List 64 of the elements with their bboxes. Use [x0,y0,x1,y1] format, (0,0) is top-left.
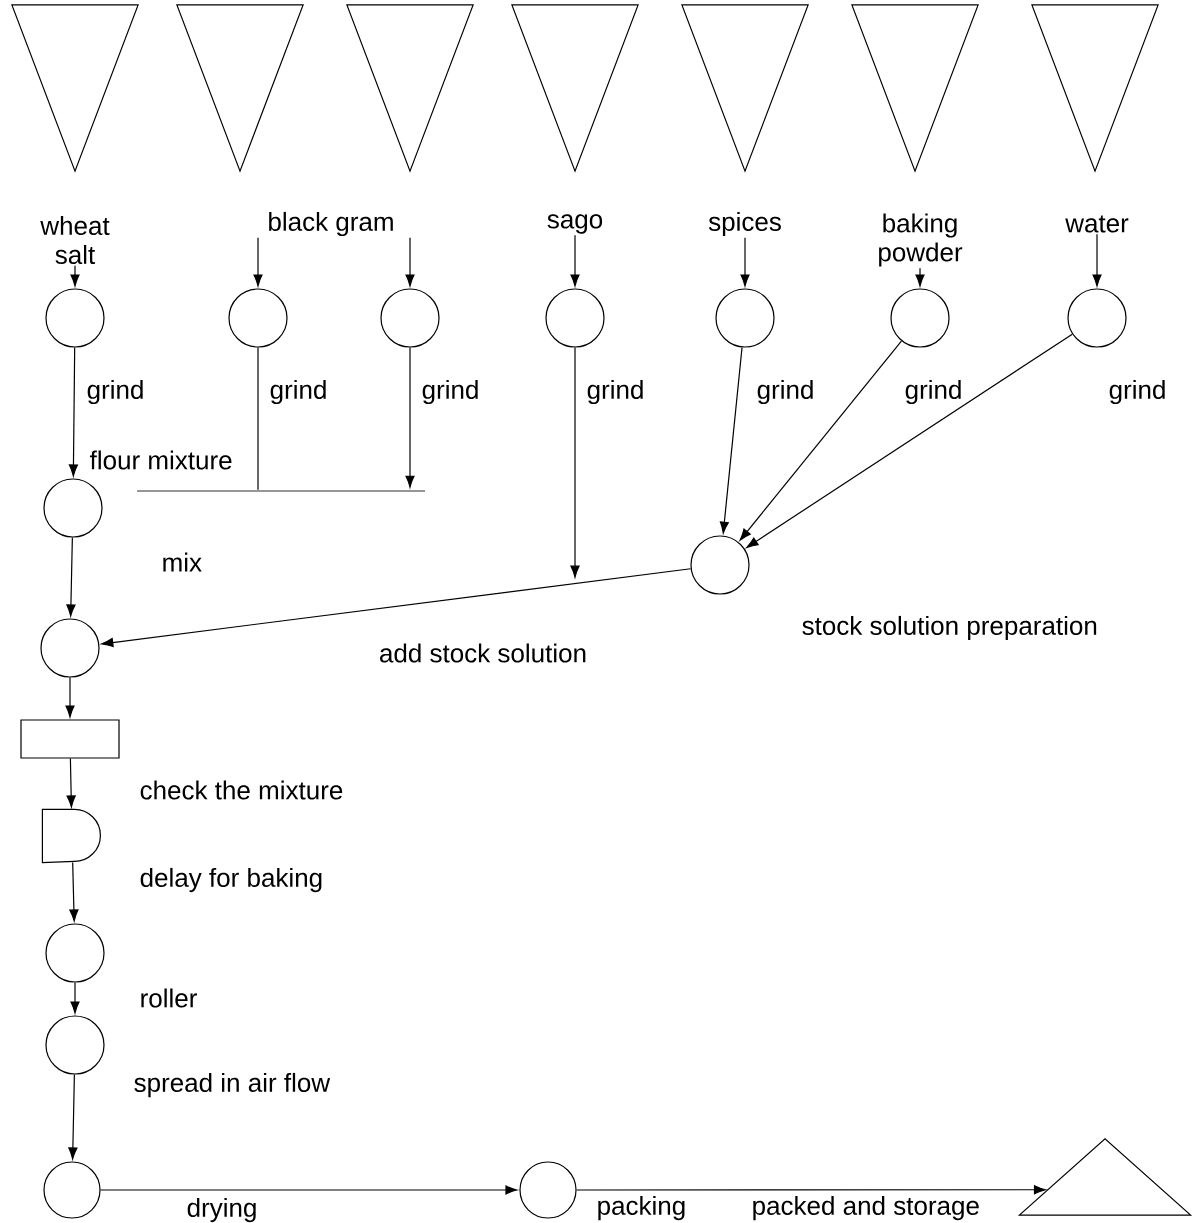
step-label: check the mixture [140,780,343,800]
arrow [70,265,80,287]
arrow [405,347,415,488]
arrow [101,568,692,648]
operation-circle [43,1161,101,1219]
operation-circle [715,288,775,348]
arrow [746,333,1073,548]
operation-circle [545,288,605,348]
step-label: mix [163,552,202,572]
arrow [68,347,79,477]
step-label: roller [141,988,197,1008]
arrow [570,234,580,287]
step-label: spread in air flow [134,1072,331,1098]
step-label: grind [270,379,326,405]
operation-circle [380,288,440,348]
arrow [66,537,76,617]
arrow [570,347,580,578]
arrow [65,677,75,718]
ingredient-label: sago [547,214,603,234]
operation-circle [40,618,100,678]
merge-line [137,490,425,492]
edge-label: add stock solution [380,643,586,663]
operation-circle [1067,288,1127,348]
step-label: grind [1109,379,1165,405]
ingredient-label: baking powder [879,213,963,267]
ingredient-label: water [1065,215,1129,233]
step-label: grind [757,379,813,405]
delay-symbol [41,808,101,864]
arrow [576,1185,1046,1195]
step-label: grind [422,379,478,405]
step-label: packed and storage [753,1195,979,1221]
ingredient-label: wheat salt [40,215,110,265]
inspection-box [20,719,120,759]
step-label: packing [598,1195,685,1221]
arrow [915,267,925,287]
arrow [740,237,750,287]
operation-circle [45,923,105,983]
operation-circle [43,478,103,538]
step-label: grind [87,379,143,405]
operation-circle [690,535,750,595]
arrow [405,237,415,287]
operation-circle [228,288,288,348]
step-label: flour mixture [89,450,232,470]
operation-circle [45,1015,105,1075]
step-label: delay for baking [140,867,322,893]
arrow [1092,233,1102,287]
arrow [100,1185,518,1195]
operation-circle [45,288,105,348]
arrow [69,862,79,922]
ingredient-label: spices [708,211,781,237]
ingredient-label: black gram [269,211,393,237]
connector-line [257,347,259,491]
operation-circle [519,1161,577,1219]
arrow [719,346,743,534]
arrow [70,982,80,1014]
arrow [66,758,76,808]
arrow [739,340,902,541]
operation-circle [890,288,950,348]
step-label: stock solution preparation [802,615,1097,641]
arrow [253,237,263,287]
step-label: grind [587,379,643,405]
step-label: grind [905,379,961,405]
arrow [68,1074,78,1160]
step-label: drying [187,1197,256,1223]
